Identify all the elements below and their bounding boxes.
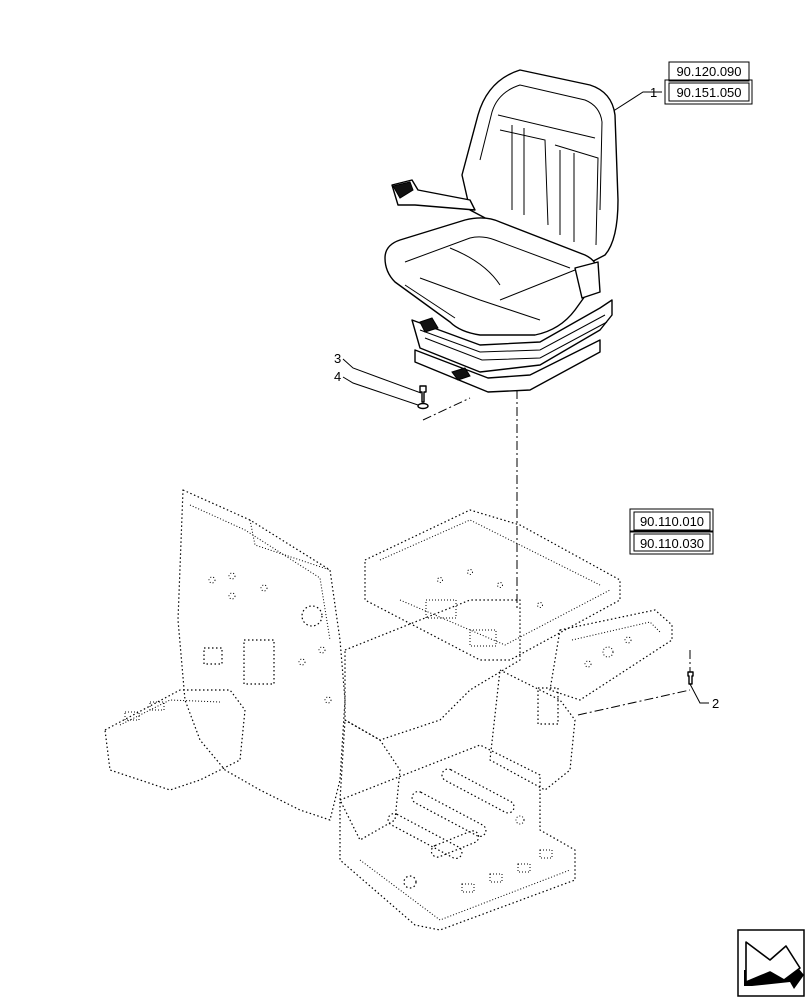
ref-box-90-120-090[interactable]: 90.120.090 [668,61,750,82]
ref-group-seat: 90.120.090 90.151.050 [664,61,753,105]
svg-text:2: 2 [712,696,719,711]
svg-text:4: 4 [334,369,341,384]
bolt-small-icon [687,671,694,685]
callout-1: 1 [603,85,662,118]
ref-box-90-110-010[interactable]: 90.110.010 [629,508,714,533]
svg-text:90.120.090: 90.120.090 [676,64,741,79]
ref-group-frame: 90.110.010 90.110.030 [629,508,714,555]
callout-4: 4 [334,369,419,406]
svg-text:90.110.010: 90.110.010 [640,514,704,529]
bolt-icon [417,385,429,410]
operator-seat-icon [384,69,619,393]
svg-text:90.110.030: 90.110.030 [640,536,704,551]
svg-text:90.151.050: 90.151.050 [676,85,741,100]
ref-box-90-110-030[interactable]: 90.110.030 [629,530,714,555]
svg-text:3: 3 [334,351,341,366]
alignment-centerline-right [577,650,691,716]
callout-2: 2 [689,683,719,711]
alignment-centerline [422,390,518,610]
callout-3: 3 [334,351,422,394]
navigation-arrow-icon[interactable] [737,929,805,997]
ref-box-90-151-050[interactable]: 90.151.050 [664,79,753,105]
chassis-frame-icon [104,489,673,931]
